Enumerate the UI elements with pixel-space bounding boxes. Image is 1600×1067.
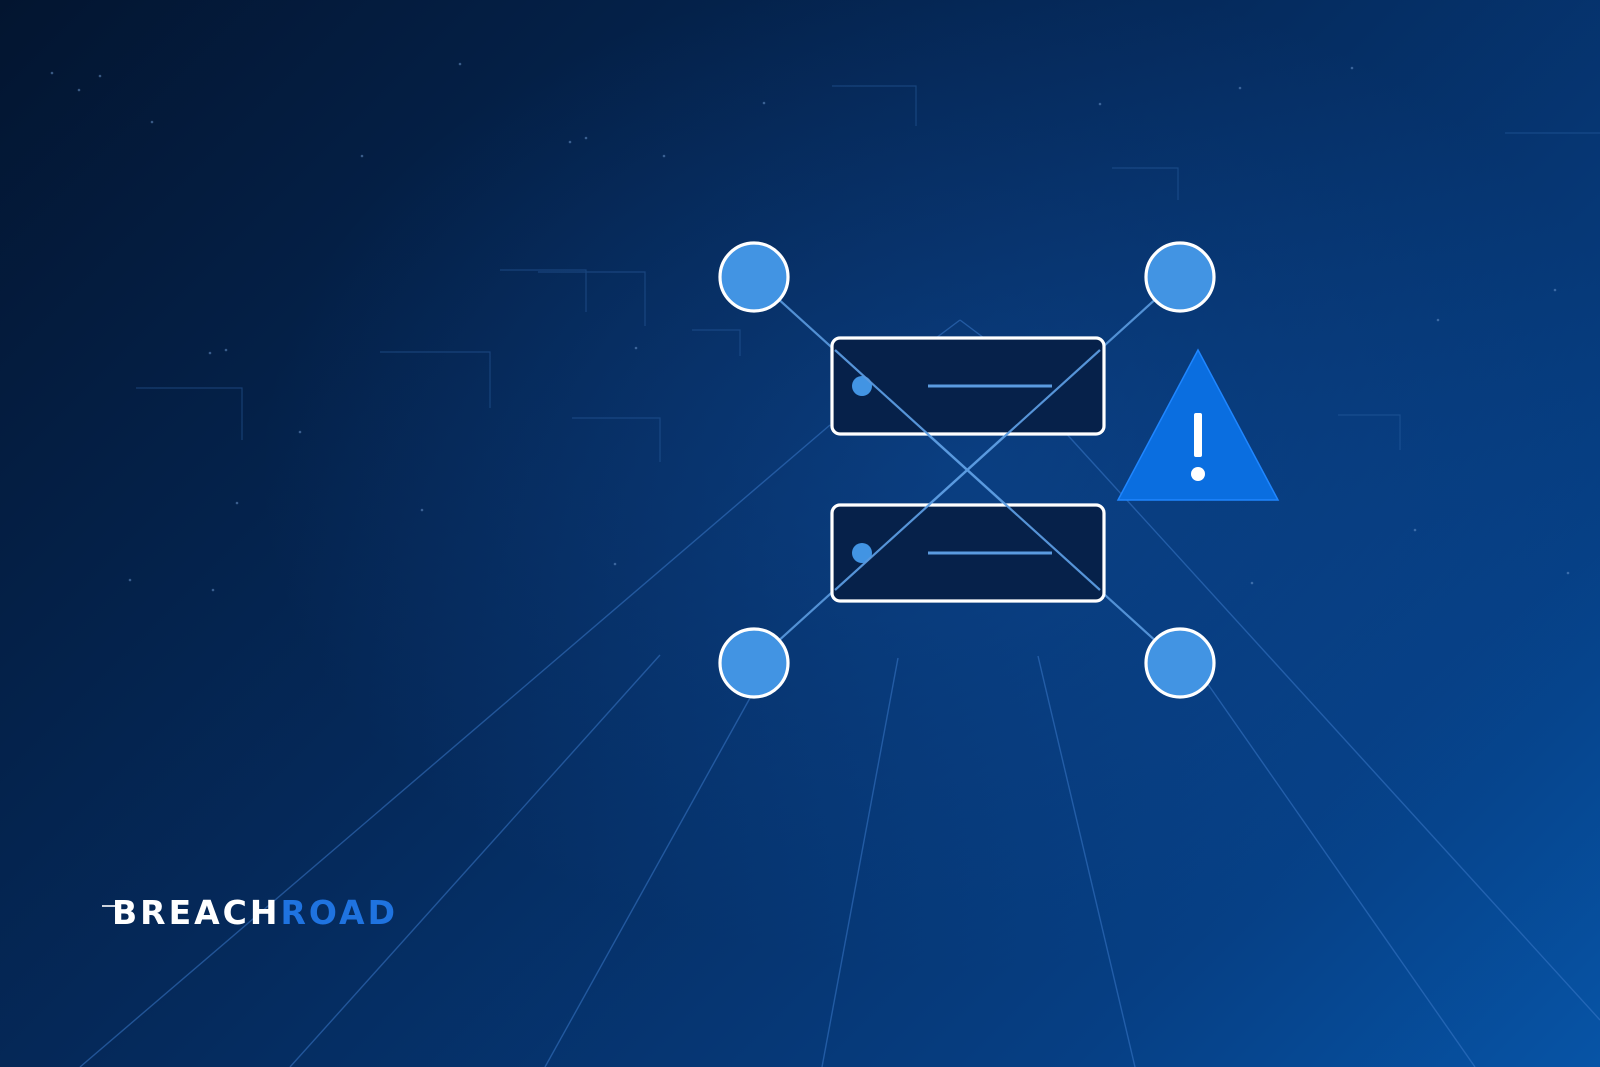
logo-text-road: ROAD [280,893,398,932]
server-rack-icon [830,503,1106,603]
logo-text-breach: BREACH [112,893,281,932]
server-rack-icon [830,336,1106,436]
circuit-brackets [136,85,1600,462]
node-circle-icon [1144,241,1216,313]
node-circle-icon [1144,627,1216,699]
node-circle-icon [718,241,790,313]
logo-speed-mark [102,905,116,907]
warning-triangle-icon [1116,348,1280,501]
node-circle-icon [718,627,790,699]
connection-lines-overlay [834,349,1101,591]
brand-logo: BREACHROAD [102,893,398,932]
star-dots [50,62,1570,592]
